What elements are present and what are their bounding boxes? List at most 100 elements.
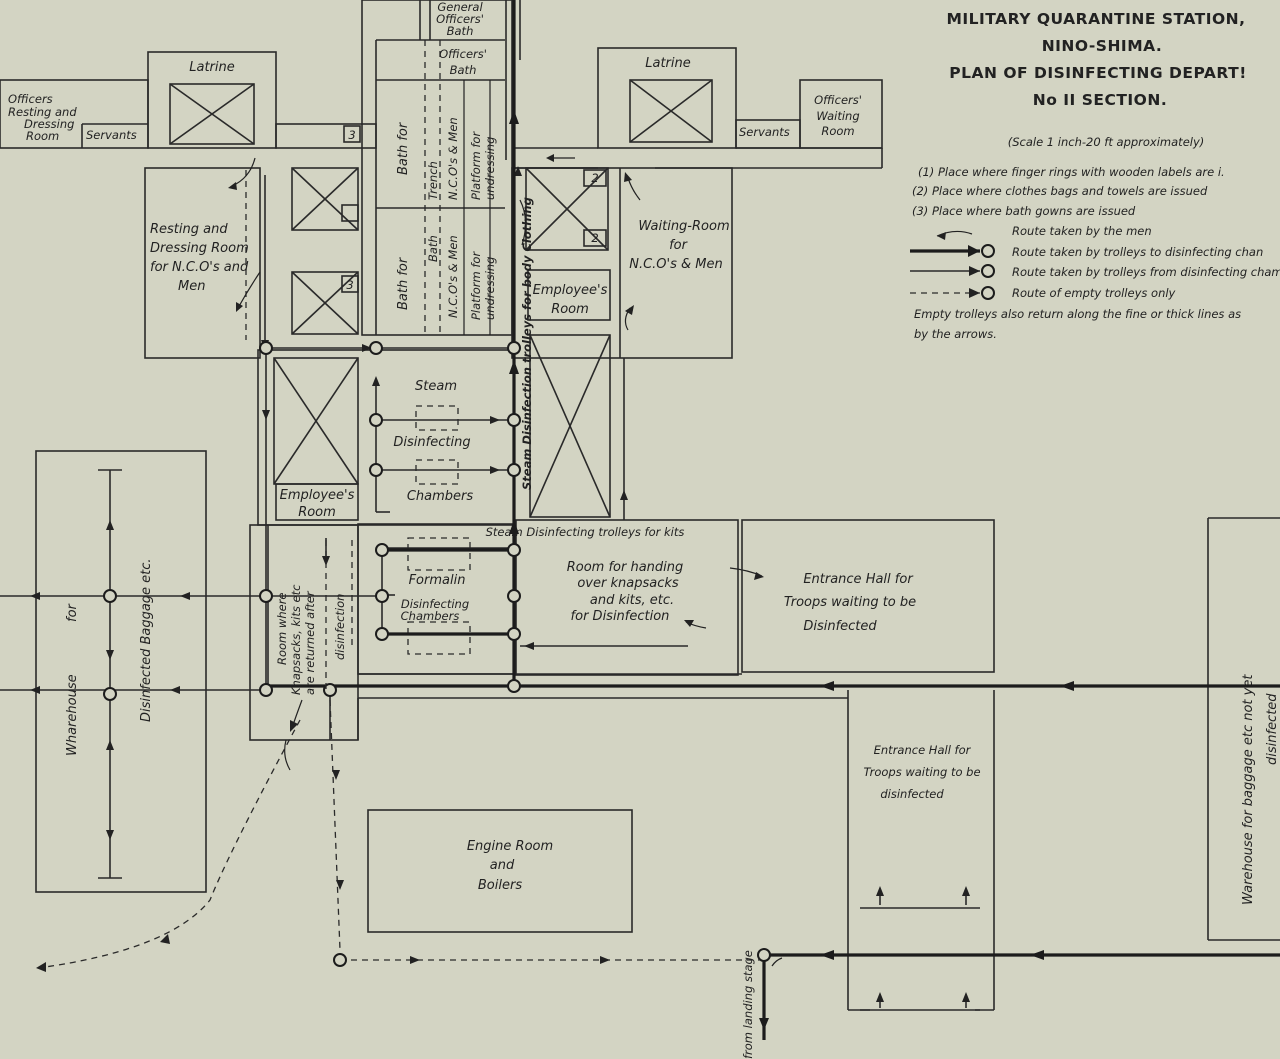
employees-room-right: Employee's Room [527, 269, 628, 520]
legend-note-2: (2) Place where clothes bags and towels … [912, 184, 1208, 198]
waiting-room-block: 2 2 Waiting-Room for N.C.O's & Men [511, 154, 733, 359]
legend-route-3: Route taken by trolleys from disinfectin… [1012, 265, 1280, 279]
title-line-2: NINO-SHIMA. [1042, 37, 1163, 55]
legend-footer-1: Empty trolleys also return along the fin… [914, 307, 1241, 321]
waiting-ncos-3: N.C.O's & Men [629, 257, 723, 272]
title-line-1: MILITARY QUARANTINE STATION, [946, 10, 1245, 28]
resting-ncos-label-3: for N.C.O's and [150, 260, 249, 275]
steam-chambers: Employee's Room Steam Disinfecting Chamb… [257, 349, 515, 526]
officers-bath-1: Officers' [439, 47, 487, 61]
entrance-upper-3: Disinfected [803, 619, 877, 634]
steam-trolleys-clothing: Steam Disinfection trolleys for body Clo… [520, 197, 534, 490]
wharehouse-label: Wharehouse [65, 674, 80, 756]
engine-room-3: Boilers [478, 878, 522, 893]
engine-room: Engine Room and Boilers [367, 809, 633, 933]
number-3-lower: 3 [346, 278, 353, 292]
entrance-hall-lower: Entrance Hall for Troops waiting to be d… [847, 690, 995, 1011]
disinfecting-label: Disinfecting [393, 435, 470, 450]
title-line-3: PLAN OF DISINFECTING DEPART! [949, 64, 1247, 82]
scale-note: (Scale 1 inch-20 ft approximately) [1008, 135, 1205, 149]
platform-upper-2: undressing [483, 137, 497, 200]
entrance-hall-upper: Entrance Hall for Troops waiting to be D… [741, 519, 995, 673]
for-label: for [65, 602, 80, 622]
chambers-label: Chambers [407, 489, 474, 504]
servants-right-label: Servants [739, 125, 790, 139]
warehouse-right-2: disinfected [1265, 693, 1280, 765]
lower-walls [357, 673, 848, 740]
resting-dressing-room: Resting and Dressing Room for N.C.O's an… [144, 157, 269, 359]
warehouse-right-1: Warehouse for baggage etc not yet [1241, 674, 1256, 905]
steam-label: Steam [415, 379, 457, 394]
legend: (1) Place where finger rings with wooden… [910, 165, 1280, 341]
officers-resting-label-4: Room [26, 129, 59, 143]
platform-lower-1: Platform for [469, 251, 483, 320]
officers-resting-label-1: Officers [8, 92, 53, 106]
landing-stage-label: from landing stage [741, 950, 755, 1059]
officers-waiting-2: Waiting [816, 109, 859, 123]
upper-right-wing: Latrine Servants Officers' Waiting Room [512, 47, 883, 169]
formalin-label: Formalin [409, 573, 466, 588]
entrance-lower-1: Entrance Hall for [874, 743, 972, 757]
officers-waiting-3: Room [821, 124, 854, 138]
disinfected-baggage-label: Disinfected Baggage etc. [139, 558, 154, 722]
ncos-men-lower: N.C.O's & Men [446, 235, 460, 318]
platform-lower-2: undressing [483, 257, 497, 320]
entrance-lower-3: disinfected [880, 787, 944, 801]
officers-waiting-1: Officers' [814, 93, 862, 107]
platform-upper-1: Platform for [469, 131, 483, 200]
handing-over-room: Steam Disinfecting trolleys for kits Roo… [486, 519, 764, 676]
officers-resting-label-2: Resting and [8, 105, 77, 119]
general-officers-bath-1: General [437, 0, 483, 14]
warehouse-right: Warehouse for baggage etc not yet disinf… [1207, 517, 1280, 941]
steam-trolleys-kits: Steam Disinfecting trolleys for kits [486, 525, 685, 539]
legend-route-1: Route taken by the men [1012, 224, 1152, 238]
formalin-chambers-2: Chambers [401, 609, 460, 623]
resting-ncos-label-4: Men [178, 279, 205, 294]
employees-room-left-2: Room [298, 505, 336, 520]
disinfection-label: disinfection [333, 594, 347, 660]
officers-bath-2: Bath [450, 63, 477, 77]
number-2-lower: 2 [591, 231, 598, 245]
legend-note-3: (3) Place where bath gowns are issued [912, 204, 1136, 218]
resting-ncos-label-2: Dressing Room [150, 241, 249, 256]
formalin-chambers: Formalin Disinfecting Chambers [357, 523, 515, 675]
number-2-upper: 2 [591, 171, 598, 185]
employees-room-right-1: Employee's [533, 283, 608, 298]
employees-room-left-1: Employee's [280, 488, 355, 503]
cubicles-left: 3 [291, 167, 359, 335]
handing-over-4: for Disinfection [571, 609, 670, 624]
bath-lower: Bath [426, 235, 440, 262]
general-officers-bath-3: Bath [447, 24, 474, 38]
legend-route-2: Route taken by trolleys to disinfecting … [1012, 245, 1263, 259]
handing-over-2: over knapsacks [577, 576, 679, 591]
entrance-lower-2: Troops waiting to be [863, 765, 980, 779]
ncos-men-upper: N.C.O's & Men [446, 117, 460, 200]
servants-left-label: Servants [86, 128, 137, 142]
latrine-right-label: Latrine [645, 56, 691, 71]
employees-room-right-2: Room [551, 302, 589, 317]
entrance-upper-2: Troops waiting to be [784, 595, 916, 610]
bath-block: General Officers' Bath Officers' Bath Ba… [361, 0, 513, 336]
legend-note-1: (1) Place where finger rings with wooden… [918, 165, 1225, 179]
number-3-top: 3 [348, 128, 355, 142]
bath-for-upper: Bath for [396, 121, 411, 175]
latrine-left-label: Latrine [189, 60, 235, 75]
handing-over-1: Room for handing [567, 560, 684, 575]
formalin-chambers-1: Disinfecting [401, 597, 469, 611]
handing-over-3: and kits, etc. [590, 593, 674, 608]
upper-left-wing: Officers Resting and Dressing Room Serva… [0, 51, 377, 149]
engine-room-2: and [490, 858, 515, 873]
bath-for-lower: Bath for [396, 256, 411, 310]
room-returned-2: Knapsacks, kits etc [289, 584, 303, 695]
officers-resting-label-3: Dressing [24, 117, 74, 131]
engine-room-1: Engine Room [467, 839, 553, 854]
title-line-4: No II SECTION. [1033, 91, 1167, 109]
general-officers-bath-2: Officers' [436, 12, 484, 26]
entrance-upper-1: Entrance Hall for [803, 572, 914, 587]
room-returned-3: are returned after [303, 590, 317, 695]
resting-ncos-label-1: Resting and [150, 222, 228, 237]
waiting-ncos-2: for [669, 238, 689, 253]
wharehouse-left: Wharehouse for Disinfected Baggage etc. [35, 450, 207, 893]
